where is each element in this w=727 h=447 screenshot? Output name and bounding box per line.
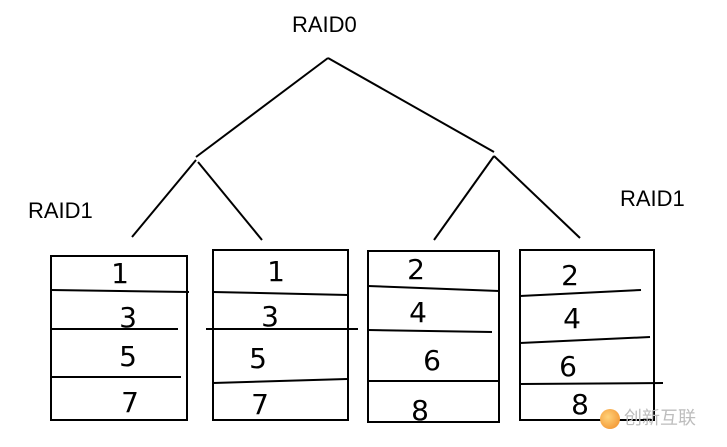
disk-2-block-1: 1: [267, 255, 285, 288]
disk-2-block-3: 5: [249, 342, 267, 375]
watermark-text: 创新互联: [624, 408, 696, 429]
disk-2-frame: [212, 249, 349, 421]
disk-2-block-4: 7: [251, 388, 269, 421]
disk-1-block-3: 5: [119, 340, 137, 373]
disk-1-frame: [50, 255, 188, 421]
watermark-logo-icon: [600, 409, 620, 429]
disk-4: [519, 249, 664, 421]
disk-1: [50, 255, 190, 421]
disk-1-block-1: 1: [111, 257, 129, 290]
disk-3-block-2: 4: [409, 296, 427, 329]
edge-root-right: [327, 57, 495, 153]
edge-root-left: [195, 57, 329, 158]
disk-2-block-2: 3: [261, 300, 279, 333]
disk-1-blocks: 1 3 5 7: [111, 257, 139, 419]
disk-2-blocks: 1 3 5 7: [249, 255, 285, 421]
edge-left-disk2: [197, 161, 263, 241]
edge-right-disk3: [433, 155, 495, 241]
disk-3-blocks: 2 4 6 8: [407, 253, 441, 427]
disk-4-block-1: 2: [561, 259, 579, 292]
watermark: 创新互联: [600, 404, 696, 430]
disk-3-block-3: 6: [423, 344, 441, 377]
tree-lines: [131, 57, 581, 241]
disk-1-block-2: 3: [119, 301, 137, 334]
edge-left-disk1: [131, 159, 197, 238]
raid1-right-label: RAID1: [620, 186, 685, 211]
edge-right-disk4: [493, 155, 581, 239]
disk-4-frame: [519, 249, 655, 421]
raid0-label: RAID0: [292, 12, 357, 37]
disk-2: [206, 249, 358, 421]
disk-3-frame: [367, 250, 500, 423]
disk-3-block-1: 2: [407, 253, 425, 286]
disk-4-block-3: 6: [559, 350, 577, 383]
disk-3: [367, 250, 500, 423]
disk-4-block-2: 4: [563, 302, 581, 335]
raid1-left-label: RAID1: [28, 198, 93, 223]
disk-4-block-4: 8: [571, 388, 589, 421]
disk-1-block-4: 7: [121, 386, 139, 419]
disk-3-block-4: 8: [411, 394, 429, 427]
disk-4-blocks: 2 4 6 8: [559, 259, 589, 421]
